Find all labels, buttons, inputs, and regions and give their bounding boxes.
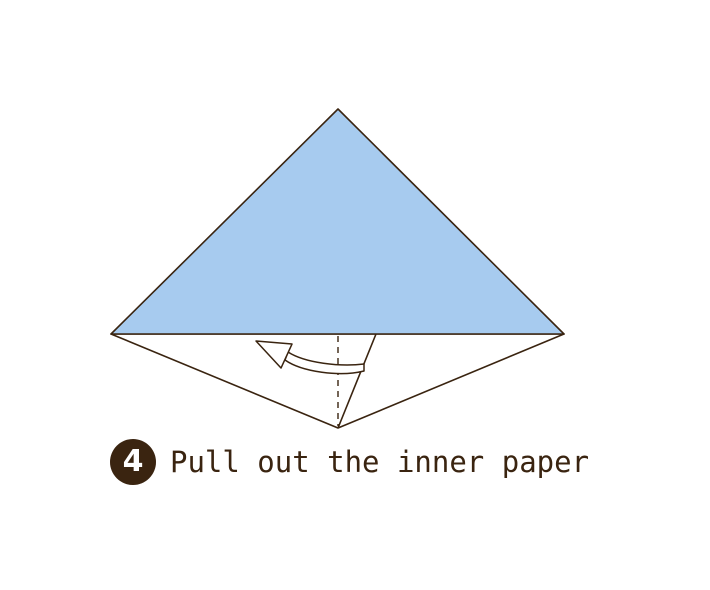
blue-triangle [110,108,565,335]
curved-pull-arrow-icon [255,340,365,375]
step-number-badge: 4 [110,439,156,485]
inner-paper-edge [337,333,377,429]
step-caption: 4 Pull out the inner paper [110,439,589,485]
step-instruction: Pull out the inner paper [170,445,590,479]
